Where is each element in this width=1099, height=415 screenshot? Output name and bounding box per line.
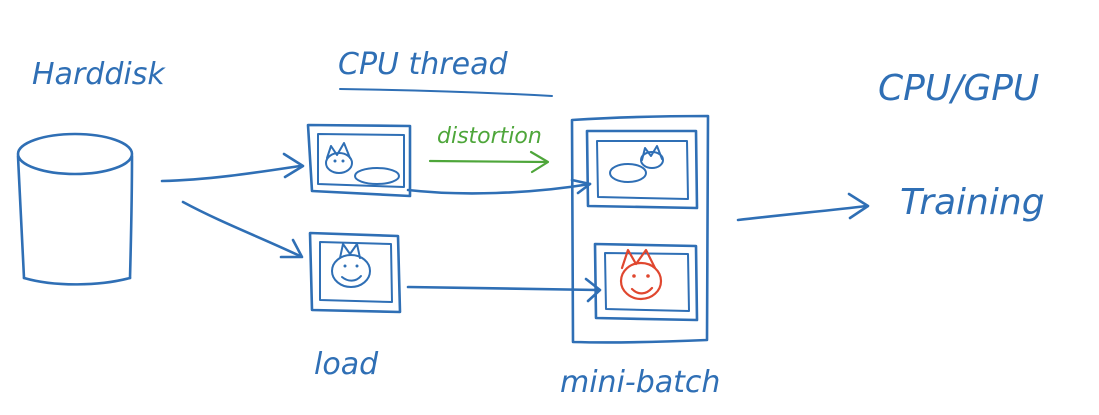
training-label: Training xyxy=(900,182,1045,223)
load-arrow-bottom xyxy=(181,200,304,259)
distortion-arrow xyxy=(428,150,550,174)
cat-face-icon xyxy=(331,243,371,288)
loaded-image-top xyxy=(306,123,412,198)
distorted-cat-face-icon xyxy=(619,248,663,301)
cat-sketch-icon xyxy=(325,142,400,185)
batch-cat-sketch-icon xyxy=(609,145,664,183)
load-arrow-top xyxy=(160,152,305,183)
mini-batch-label: mini-batch xyxy=(560,365,720,400)
load-label: load xyxy=(314,347,379,382)
harddisk-cylinder-icon xyxy=(16,132,134,286)
cpu-gpu-label: CPU/GPU xyxy=(878,68,1039,109)
cpu-thread-underline xyxy=(339,88,553,97)
cpu-thread-label: CPU thread xyxy=(338,47,508,82)
distortion-label: distortion xyxy=(437,124,542,149)
mini-batch-container xyxy=(570,114,710,344)
loaded-image-bottom xyxy=(308,231,402,314)
to-training-arrow xyxy=(736,192,870,222)
to-minibatch-arrow-top xyxy=(406,178,592,195)
to-minibatch-arrow-bottom xyxy=(406,277,602,303)
harddisk-label: Harddisk xyxy=(32,57,166,92)
